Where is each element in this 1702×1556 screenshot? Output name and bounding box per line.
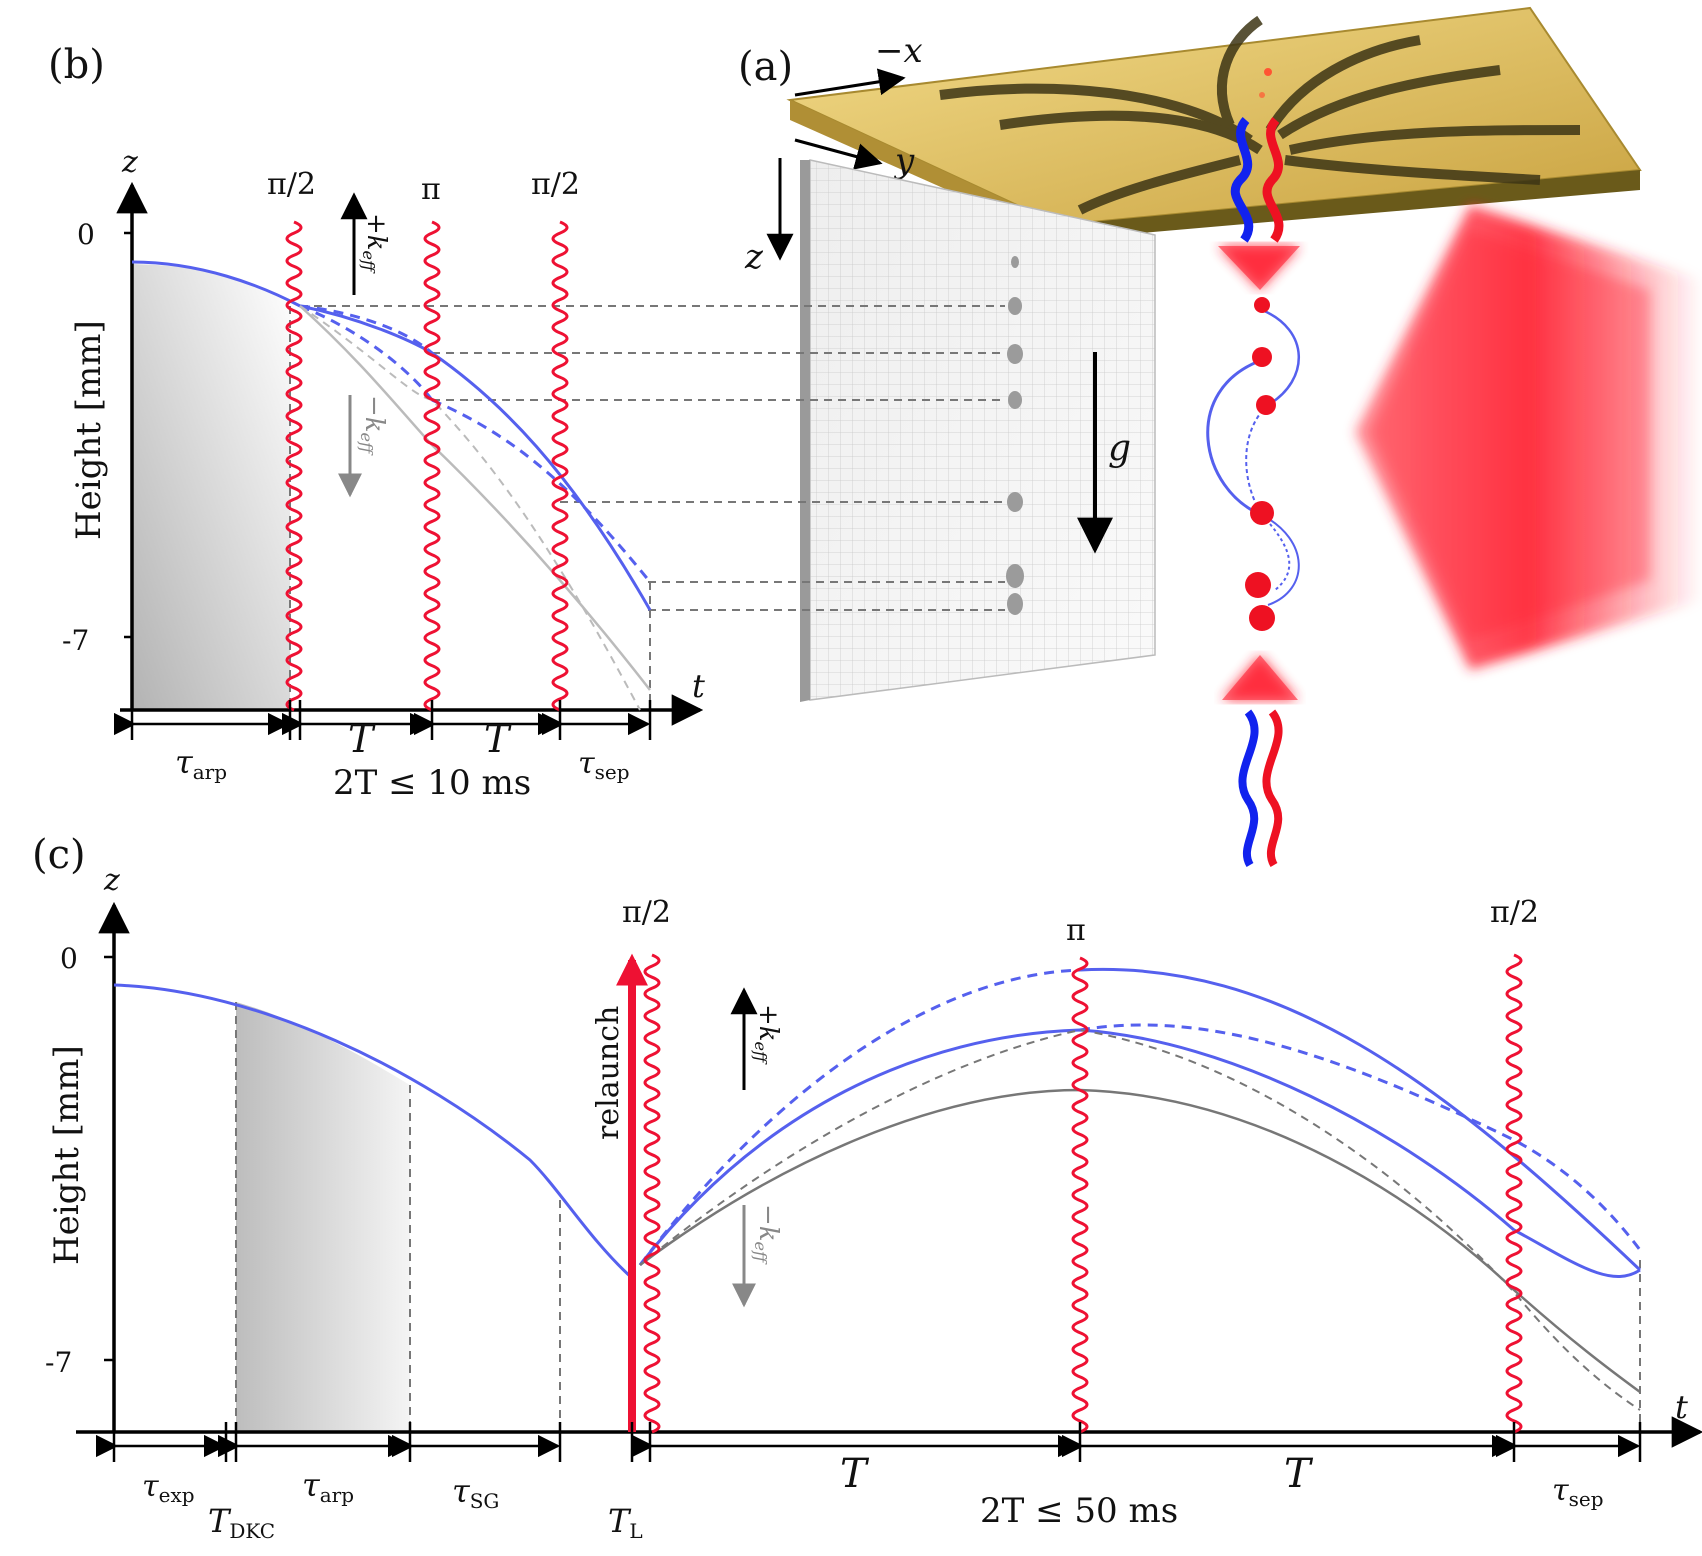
T-L-label: TL — [608, 1502, 643, 1543]
z-axis-label: z — [121, 145, 138, 180]
pulse-pi-c: π — [1066, 913, 1086, 948]
coordinate-axes: −x y z — [744, 31, 923, 277]
T1-label: T — [348, 717, 376, 761]
k-down-label-c: −keff — [751, 1204, 783, 1265]
interval-markers-c — [235, 1002, 1641, 1432]
panel-a-label: (a) — [738, 44, 793, 90]
tau-sg-label: τSG — [452, 1472, 499, 1513]
k-down-label: −keff — [357, 395, 389, 456]
axis-minus-x-label: −x — [875, 31, 923, 71]
tau-sep-label-c: τsep — [1552, 1473, 1604, 1511]
ytick-0: 0 — [77, 218, 95, 251]
t-axis-label-c: t — [1675, 1388, 1688, 1426]
T-dkc-label: TDKC — [208, 1502, 275, 1543]
tau-arp-label: τarp — [175, 743, 227, 784]
axis-y-label: y — [893, 141, 915, 181]
duration-b: 2T ≤ 10 ms — [333, 763, 531, 803]
k-up-label: +keff — [359, 213, 391, 274]
laser-beam-horizontal — [1355, 205, 1702, 670]
pulses-c — [643, 953, 1523, 1434]
detection-screen: g — [800, 159, 1156, 702]
panel-c: (c) z t 0 -7 Height [mm] — [32, 832, 1702, 1543]
pulses-b — [285, 220, 569, 712]
ylabel-c: Height [mm] — [47, 1045, 87, 1265]
tau-arp-label-c: τarp — [302, 1466, 354, 1507]
T2-label: T — [484, 717, 512, 761]
panel-c-label: (c) — [32, 832, 86, 878]
z-axis-label-c: z — [103, 863, 120, 898]
t-axis-label: t — [692, 667, 705, 705]
relaunch-label: relaunch — [591, 1006, 626, 1140]
k-up-label-c: +keff — [751, 1004, 783, 1065]
ylabel: Height [mm] — [69, 320, 109, 540]
time-intervals-b — [113, 700, 652, 740]
pulse-pi: π — [421, 172, 441, 207]
pulse-pi-half-c2: π/2 — [1490, 895, 1539, 930]
ytick-0-c: 0 — [60, 942, 78, 975]
arp-shaded-region-c — [236, 1002, 410, 1432]
pulse-pi-half-1: π/2 — [267, 167, 316, 202]
panel-b: (b) z t 0 -7 Height [mm] — [48, 42, 1005, 803]
pulse-pi-half-c1: π/2 — [622, 895, 671, 930]
trajectories-b — [131, 260, 652, 711]
axis-z-label: z — [744, 237, 764, 277]
tau-sep-label: τsep — [578, 746, 630, 784]
ytick-minus-7: -7 — [62, 624, 89, 657]
tau-exp-label: τexp — [142, 1469, 195, 1507]
panel-a: (a) −x y z — [738, 6, 1702, 868]
arp-shaded-region — [132, 264, 290, 710]
duration-c: 2T ≤ 50 ms — [980, 1491, 1178, 1531]
panel-b-label: (b) — [48, 42, 105, 88]
gravity-label: g — [1108, 428, 1131, 469]
trajectories-c — [113, 967, 1642, 1411]
T1-label-c: T — [840, 1451, 870, 1497]
laser-beam-vertical — [1206, 116, 1300, 868]
time-intervals-c — [95, 1422, 1642, 1462]
pulse-pi-half-2: π/2 — [531, 167, 580, 202]
ytick-minus-7-c: -7 — [45, 1346, 72, 1379]
T2-label-c: T — [1284, 1451, 1314, 1497]
atom-cloud-images — [1006, 256, 1024, 615]
